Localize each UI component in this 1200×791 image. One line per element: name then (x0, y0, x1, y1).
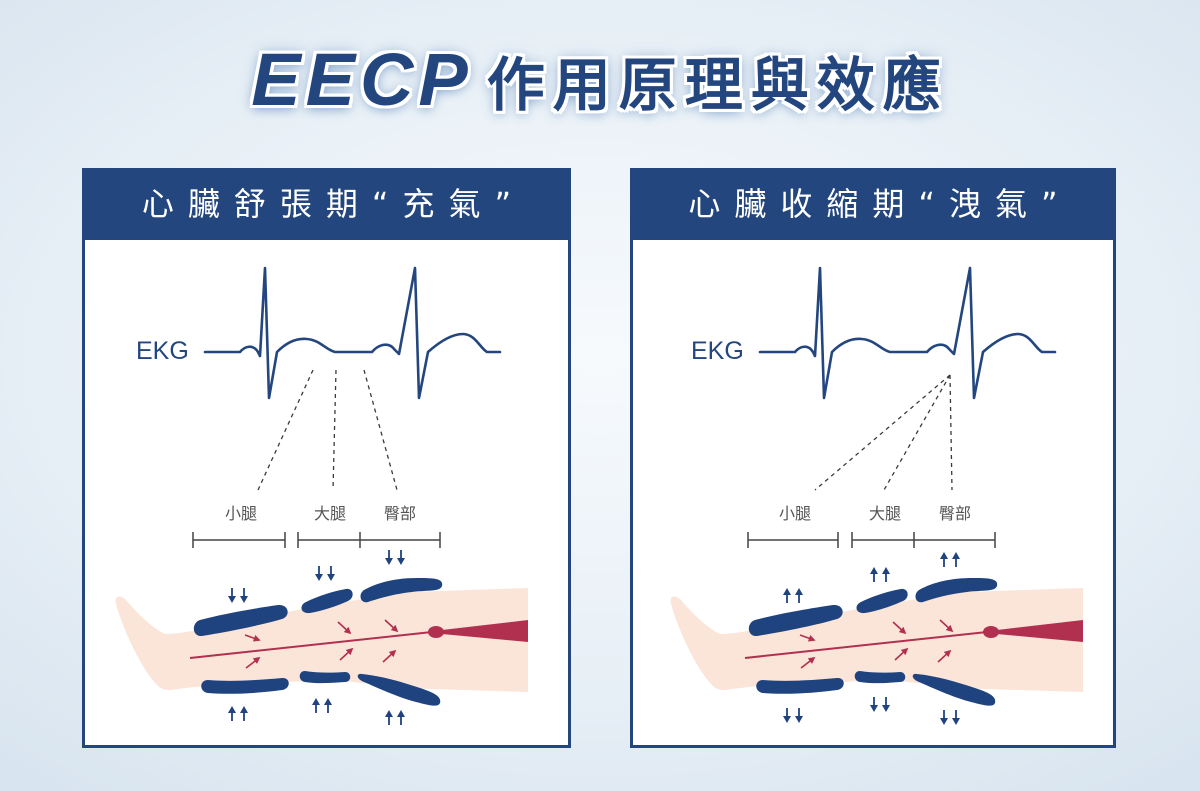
trigger-line-calf (814, 374, 951, 491)
eecp-diagram: EKG 小腿 大腿 臀部 (115, 266, 528, 725)
ekg-waveform (758, 266, 1057, 400)
trigger-line-buttock (949, 374, 953, 491)
panel-title: 心臟舒張期“充氣” (141, 185, 526, 223)
double-arrow-down-icon (782, 708, 804, 723)
catheter-body (442, 620, 528, 642)
double-arrow-down-icon (227, 588, 249, 603)
blood-flow-arrow-icon (939, 619, 954, 633)
trigger-line-calf (257, 369, 314, 491)
ekg-label: EKG (691, 337, 744, 365)
double-arrow-up-icon (311, 698, 333, 713)
trigger-line-thigh (332, 369, 337, 491)
blood-flow-arrow-icon (382, 649, 397, 663)
segment-label-thigh: 大腿 (869, 504, 901, 523)
blood-flow-arrow-icon (937, 649, 952, 663)
blood-flow-arrow-icon (800, 656, 816, 669)
segment-bracket-calf (747, 532, 839, 548)
double-arrow-up-icon (782, 588, 804, 603)
blood-flow-arrow-icon (245, 656, 261, 669)
artery-line (744, 631, 988, 659)
leg-illustration (115, 588, 528, 692)
segment-bracket-calf (192, 532, 286, 548)
eecp-diagram: EKG 小腿 大腿 臀部 (670, 266, 1083, 725)
segment-label-buttock: 臀部 (939, 504, 971, 523)
panel-title: 心臟收縮期“洩氣” (688, 185, 1072, 223)
segment-bracket-buttock (914, 532, 996, 548)
cuff-buttock-top (360, 578, 443, 603)
cuff-calf-bottom (756, 677, 844, 694)
double-arrow-up-icon (869, 567, 891, 582)
double-arrow-down-icon (314, 566, 336, 581)
cuff-calf-top (193, 604, 288, 637)
cuff-calf-top (748, 604, 843, 637)
segment-label-calf: 小腿 (225, 504, 257, 523)
trigger-line-buttock (363, 369, 398, 491)
cuff-calf-bottom (201, 677, 289, 694)
cuff-buttock-bottom (912, 673, 996, 706)
blood-flow-arrow-icon (892, 621, 907, 635)
artery-line (189, 631, 433, 659)
catheter-body (997, 620, 1083, 642)
segment-label-calf: 小腿 (779, 504, 811, 523)
blood-flow-arrow-icon (384, 619, 399, 633)
leg-illustration (670, 588, 1083, 692)
blood-flow-arrow-icon (244, 634, 261, 642)
ekg-label: EKG (136, 337, 189, 365)
segment-bracket-thigh (297, 532, 361, 548)
diastole-panel: 心臟舒張期“充氣” EKG 小腿 大腿 臀部 (82, 168, 571, 748)
trigger-line-thigh (883, 374, 951, 491)
blood-flow-arrow-icon (337, 621, 352, 635)
blood-flow-arrow-icon (339, 647, 354, 661)
cuff-thigh-top (301, 588, 353, 614)
cuff-buttock-bottom (357, 673, 441, 706)
segment-bracket-buttock (360, 532, 441, 548)
catheter-tip (428, 626, 444, 638)
double-arrow-down-icon (869, 697, 891, 712)
segment-bracket-thigh (851, 532, 915, 548)
blood-flow-arrow-icon (799, 634, 816, 642)
double-arrow-down-icon (939, 710, 961, 725)
segment-label-thigh: 大腿 (314, 504, 346, 523)
ekg-waveform (203, 266, 502, 400)
catheter-tip (983, 626, 999, 638)
double-arrow-down-icon (384, 550, 406, 565)
diagram-content: EKG 小腿 大腿 臀部 (670, 266, 1083, 725)
segment-label-buttock: 臀部 (384, 504, 416, 523)
panel-header: 心臟舒張期“充氣” (82, 168, 571, 240)
cuff-buttock-top (915, 578, 998, 603)
systole-panel: 心臟收縮期“洩氣” EKG 小腿 大腿 臀部 (630, 168, 1116, 748)
double-arrow-up-icon (227, 706, 249, 721)
title-text: 作用原理與效應 (486, 51, 949, 119)
cuff-thigh-top (856, 588, 908, 614)
title-brand: EECP (251, 38, 473, 121)
panel-header: 心臟收縮期“洩氣” (630, 168, 1116, 240)
blood-flow-arrow-icon (894, 647, 909, 661)
cuff-thigh-bottom (854, 671, 906, 684)
double-arrow-up-icon (939, 552, 961, 567)
diagram-content: EKG 小腿 大腿 臀部 (115, 266, 528, 725)
double-arrow-up-icon (384, 710, 406, 725)
cuff-thigh-bottom (299, 671, 351, 684)
